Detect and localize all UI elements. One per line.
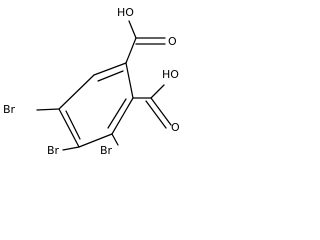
- right-carboxyl-o-label: O: [171, 121, 180, 134]
- chemical-structure-diagram: HO O HO O Br Br Br: [3, 6, 180, 157]
- ring-bond-c1-c2: [93, 62, 127, 76]
- right-carboxyl-oh-label: HO: [162, 68, 179, 81]
- ring-bond-c2-c3: [125, 62, 134, 99]
- bromine-bottom-left-bond: [62, 146, 80, 151]
- top-carboxyl-bond-to-ring: [125, 37, 137, 64]
- benzene-ring: [58, 62, 134, 148]
- ring-bond-c6-c1: [58, 74, 95, 110]
- ring-bond-c4-c5: [78, 133, 113, 148]
- ring-double-bond-c5-c6: [65, 110, 81, 140]
- top-carboxyl-oh-label: HO: [117, 6, 134, 19]
- bromine-bottom-right-label: Br: [100, 144, 113, 157]
- ring-bond-c5-c6: [58, 108, 80, 148]
- top-carboxyl-group: HO O: [117, 6, 177, 64]
- right-carboxyl-c-o-double-bond-a: [150, 97, 172, 126]
- bromine-substituents: Br Br Br: [3, 103, 119, 157]
- ring-bond-c3-c4: [111, 97, 134, 135]
- ring-double-bond-c1-c2: [97, 70, 124, 82]
- right-carboxyl-group: HO O: [132, 68, 180, 134]
- top-carboxyl-bond-to-oh: [128, 20, 137, 39]
- ring-double-bond-c3-c4: [107, 98, 127, 129]
- bromine-bottom-left-label: Br: [47, 144, 60, 157]
- right-carboxyl-c-o-double-bond-b: [145, 100, 167, 129]
- top-carboxyl-o-label: O: [168, 35, 177, 48]
- bromine-bottom-right-bond: [111, 133, 119, 146]
- bromine-left-bond: [36, 108, 60, 111]
- bromine-left-label: Br: [3, 103, 16, 116]
- right-carboxyl-bond-to-oh: [150, 84, 165, 99]
